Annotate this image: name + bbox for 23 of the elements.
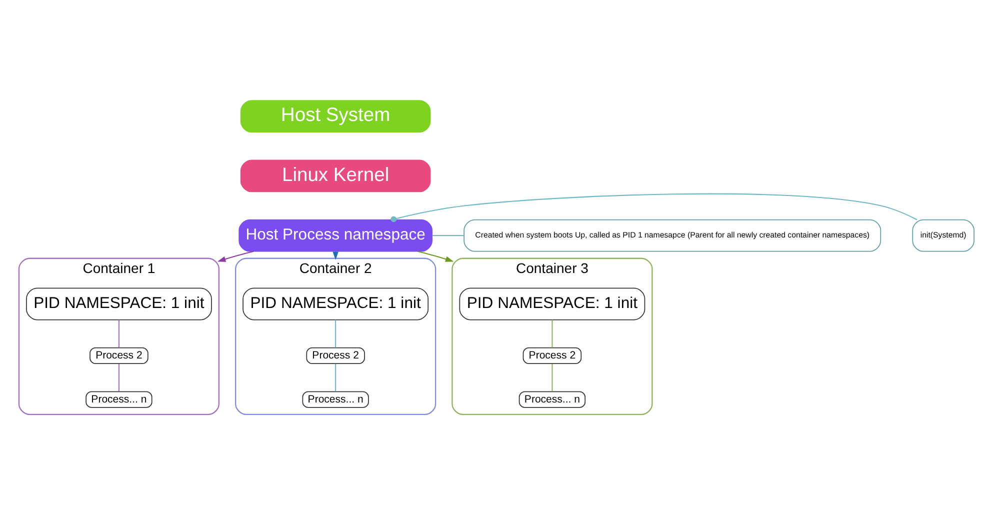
arrow bbox=[417, 250, 454, 262]
node-box: PID NAMESPACE: 1 init bbox=[459, 287, 646, 320]
node-box: Process 2 bbox=[306, 346, 365, 364]
node-box: PID NAMESPACE: 1 init bbox=[242, 287, 429, 320]
node-box: Host System bbox=[240, 100, 431, 132]
arrow bbox=[217, 250, 254, 262]
connector bbox=[390, 192, 918, 222]
node-box: init(Systemd) bbox=[912, 218, 974, 252]
connector bbox=[552, 319, 553, 348]
connector bbox=[118, 363, 120, 391]
node-box: Process... n bbox=[518, 390, 586, 408]
node-box: Process 2 bbox=[522, 346, 582, 364]
node-box: PID NAMESPACE: 1 init bbox=[26, 287, 212, 320]
node-box: Process 2 bbox=[90, 346, 148, 364]
node-box: Process... n bbox=[302, 390, 369, 408]
connector bbox=[118, 319, 120, 348]
node-box: Linux Kernel bbox=[240, 159, 431, 192]
connector bbox=[432, 234, 464, 236]
node-box: Process... n bbox=[86, 390, 152, 408]
connector bbox=[335, 319, 336, 348]
connector bbox=[335, 363, 336, 391]
connector bbox=[552, 363, 553, 391]
node-box: Created when system boots Up, called as PID 1 namesapce (Parent for all newly created container namespaces) bbox=[464, 218, 882, 252]
